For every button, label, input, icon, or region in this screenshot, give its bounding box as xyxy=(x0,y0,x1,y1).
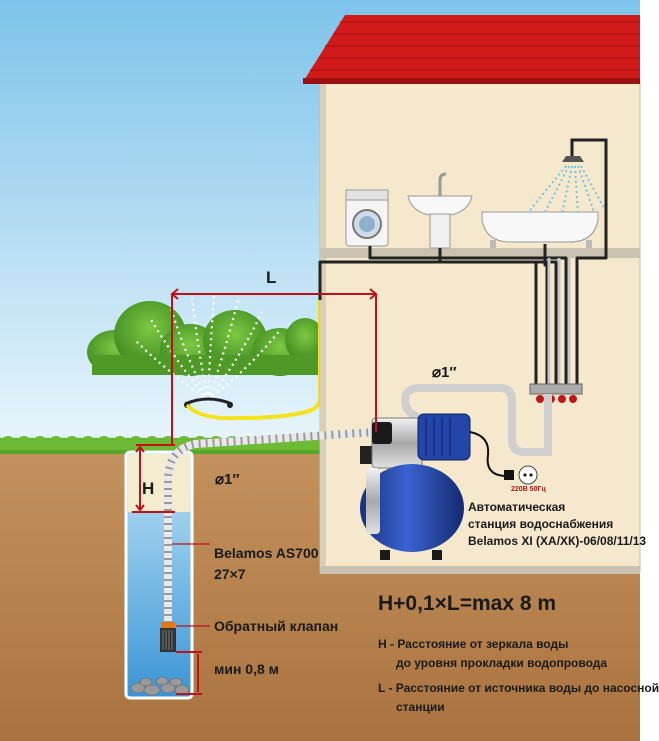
formula: H+0,1×L=max 8 m xyxy=(378,592,557,615)
power-cord xyxy=(469,431,506,477)
wash-basin xyxy=(407,172,473,249)
station-model: Belamos XI (ХА/ХК)-06/08/11/13 xyxy=(468,534,647,548)
station-title-2: станция водоснабжения xyxy=(468,517,614,531)
label-hose-model: Belamos AS700 xyxy=(214,545,319,561)
well xyxy=(124,450,194,700)
dimension-min-depth xyxy=(176,651,202,695)
label-socket: 220В 50Гц xyxy=(511,486,546,493)
house-pipes xyxy=(318,145,608,385)
label-check-valve: Обратный клапан xyxy=(214,618,339,634)
sprinkler-spray xyxy=(134,295,281,401)
label-dia-well: ⌀1″ xyxy=(215,471,240,488)
legend-h-line2: до уровня прокладки водопровода xyxy=(396,656,608,670)
label-dia-pipe: ⌀1″ xyxy=(432,364,457,381)
bathtub xyxy=(481,211,599,248)
roof xyxy=(303,15,640,84)
dimension-l xyxy=(170,288,378,445)
label-h: H xyxy=(142,479,155,498)
water-supply-diagram xyxy=(0,0,641,741)
bushes xyxy=(87,301,325,376)
label-l: L xyxy=(266,268,277,287)
callout-lines xyxy=(172,543,210,627)
dimension-h xyxy=(132,444,175,513)
legend-l-line1: L - Расстояние от источника воды до насо… xyxy=(378,681,659,695)
label-min-depth: мин 0,8 м xyxy=(214,661,280,677)
legend-h-line1: H - Расстояние от зеркала воды xyxy=(378,637,569,651)
station-title-1: Автоматическая xyxy=(468,500,566,514)
label-hose-size: 27×7 xyxy=(214,566,246,582)
power-socket xyxy=(504,465,538,485)
washing-machine xyxy=(345,189,389,247)
legend-l-line2: станции xyxy=(396,700,445,714)
pump-station xyxy=(360,413,471,560)
suction-hose xyxy=(164,428,376,630)
supply-pipe xyxy=(400,384,552,456)
shower xyxy=(529,138,608,215)
check-valve xyxy=(160,622,176,652)
